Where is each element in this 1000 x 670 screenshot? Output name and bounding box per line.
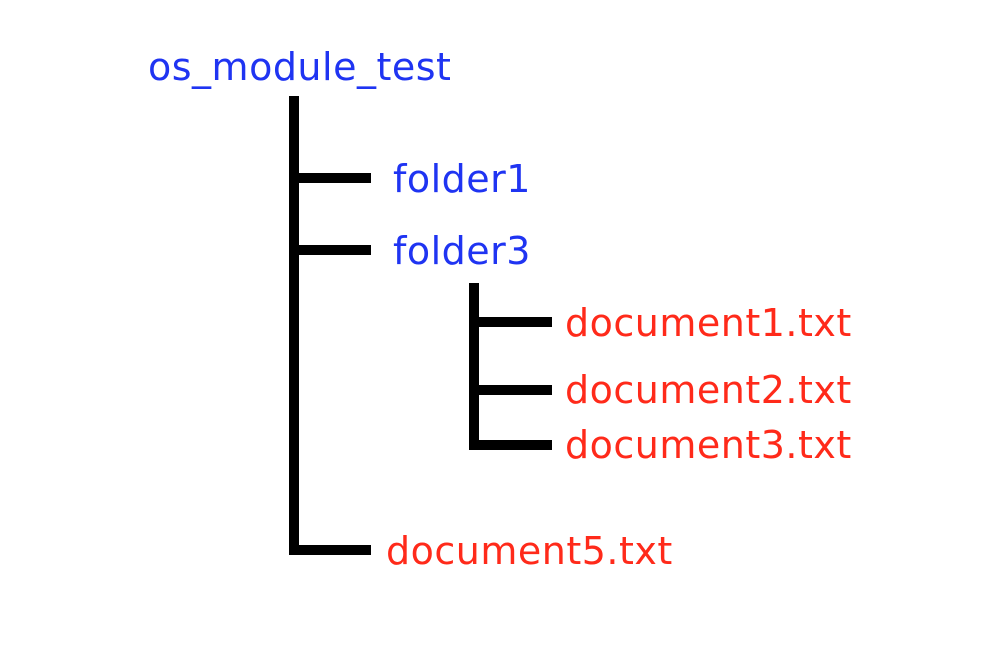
branch-line-folder3 bbox=[289, 245, 371, 255]
document3-label: document3.txt bbox=[565, 423, 852, 467]
root-folder-label: os_module_test bbox=[148, 45, 452, 89]
folder3-label: folder3 bbox=[393, 229, 531, 273]
branch-line-document3 bbox=[469, 440, 552, 450]
folder3-trunk-line bbox=[469, 283, 479, 450]
root-trunk-line bbox=[289, 96, 299, 552]
branch-line-document5 bbox=[289, 545, 371, 555]
folder1-label: folder1 bbox=[393, 157, 531, 201]
document1-label: document1.txt bbox=[565, 301, 852, 345]
document5-label: document5.txt bbox=[386, 529, 673, 573]
branch-line-document2 bbox=[469, 385, 552, 395]
document2-label: document2.txt bbox=[565, 368, 852, 412]
branch-line-folder1 bbox=[289, 173, 371, 183]
branch-line-document1 bbox=[469, 317, 552, 327]
